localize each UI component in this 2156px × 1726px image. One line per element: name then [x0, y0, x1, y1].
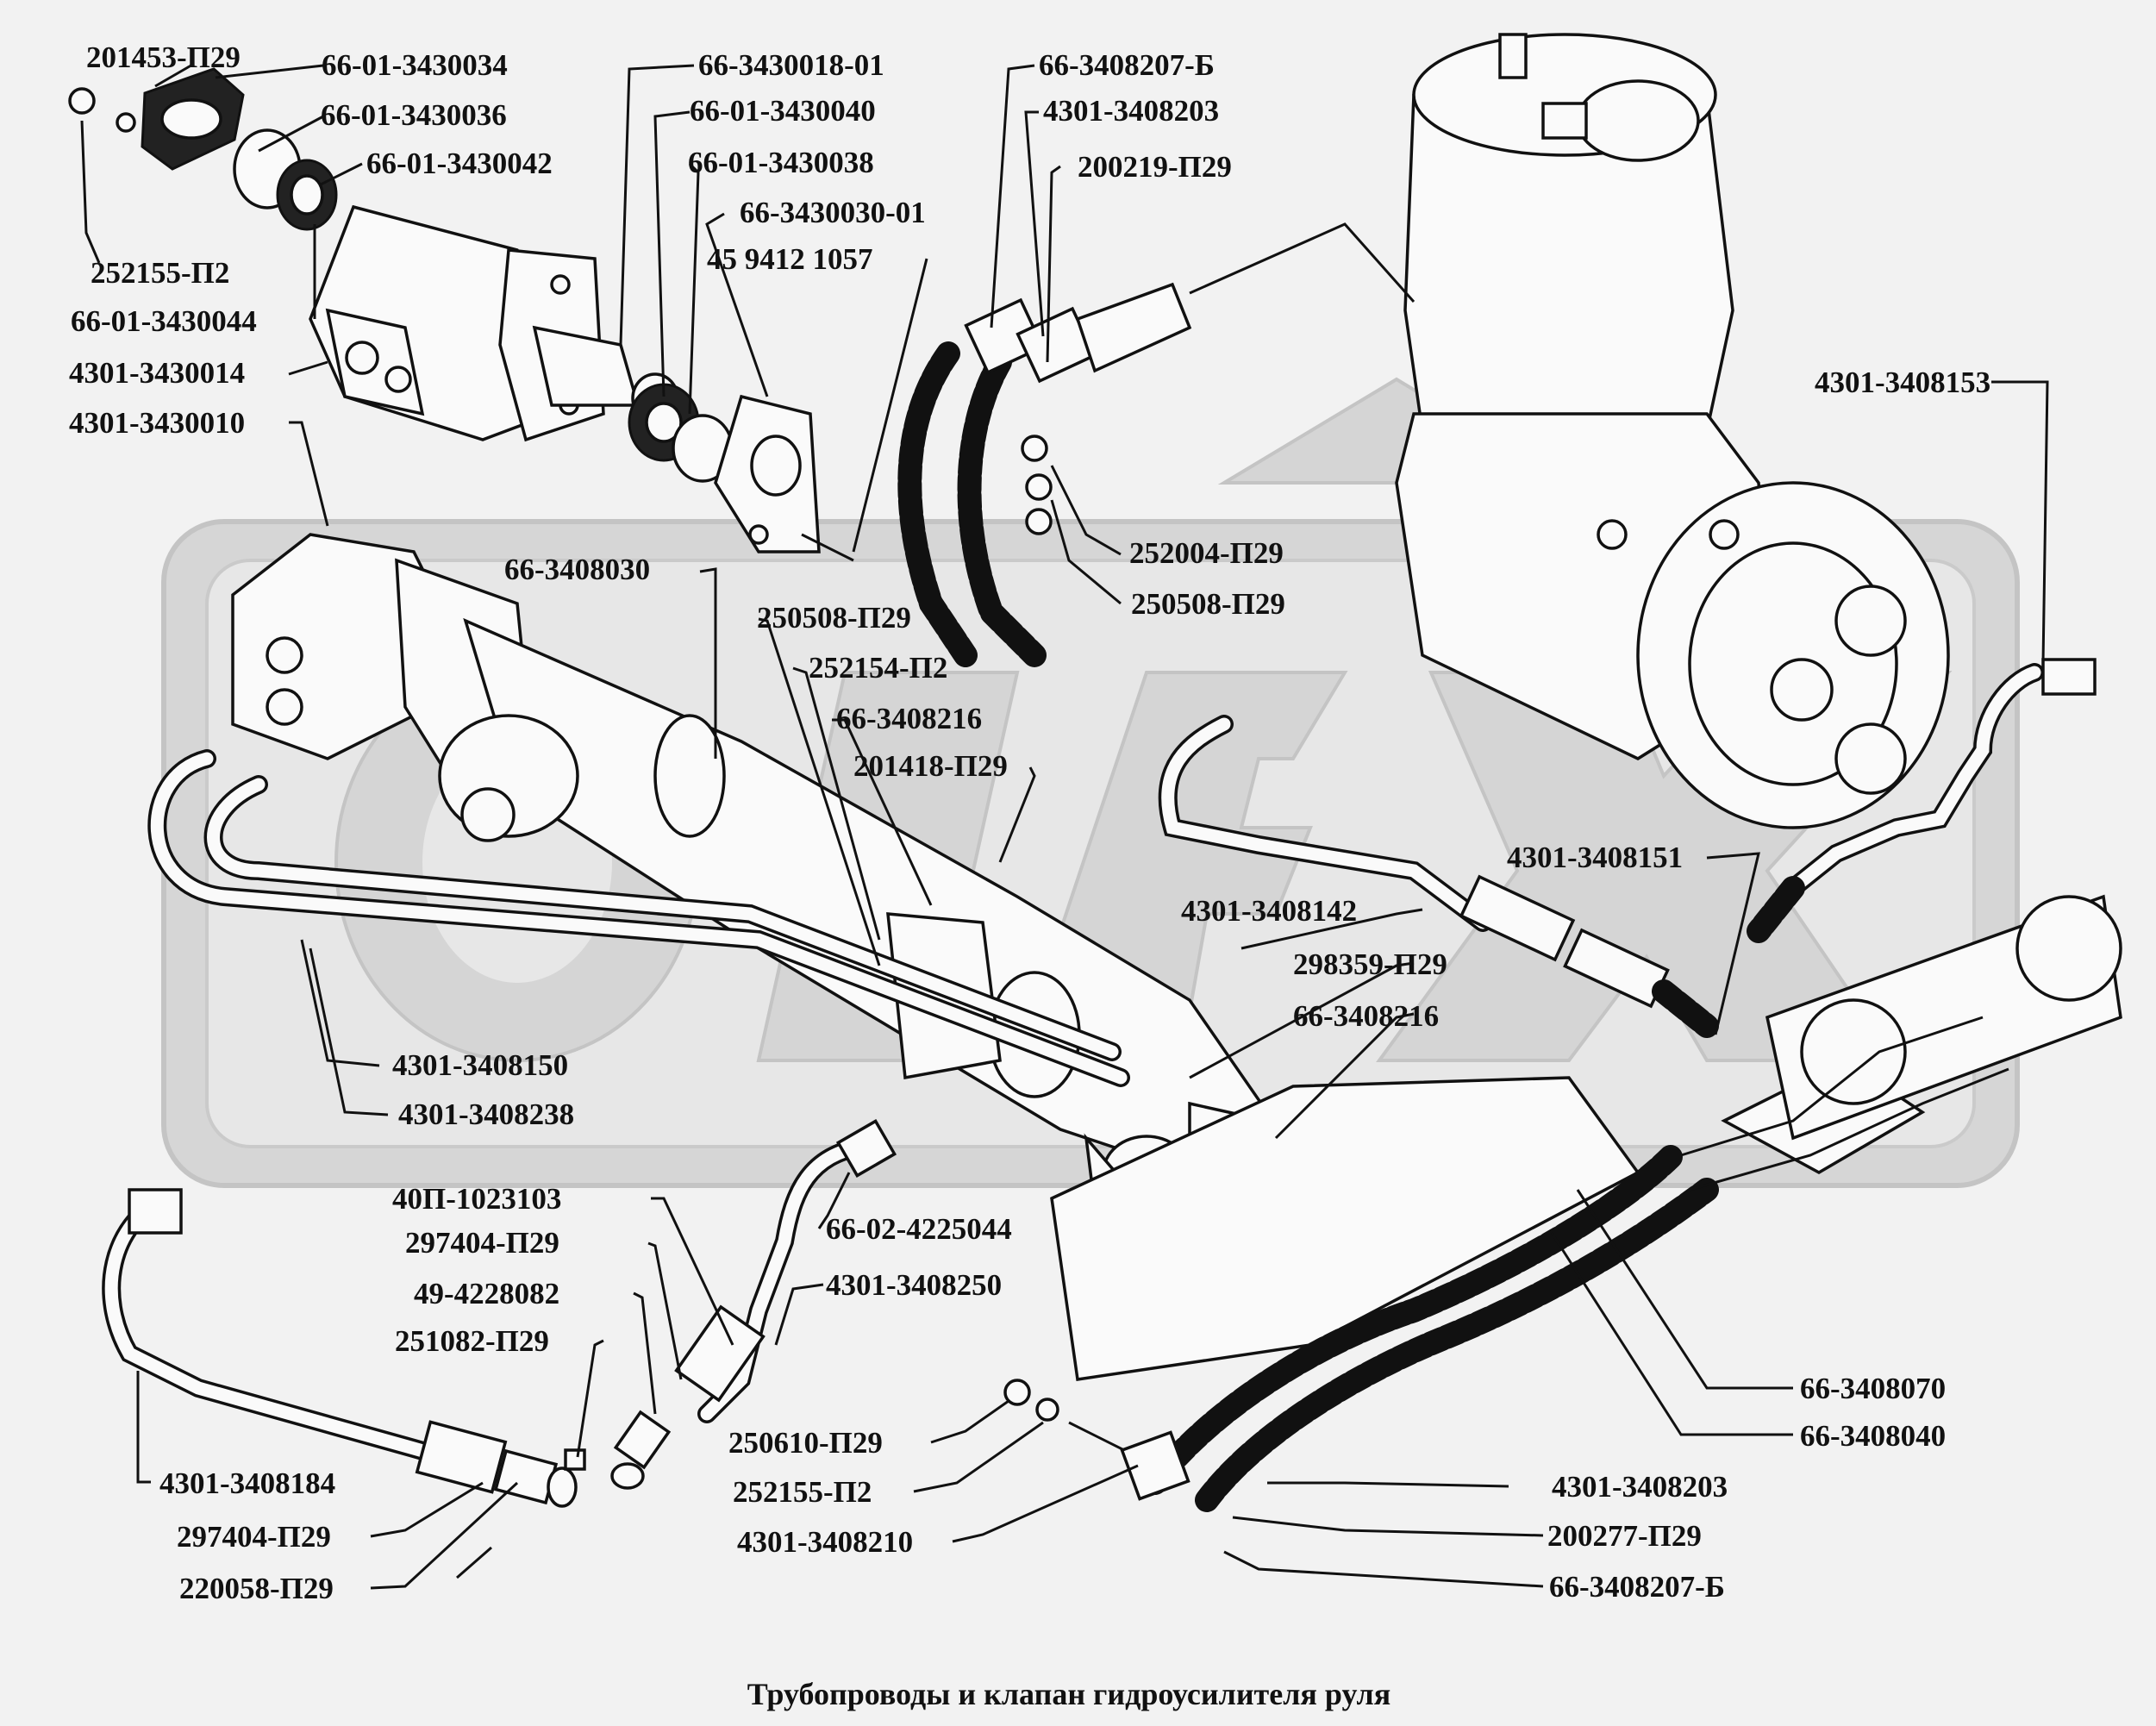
label-66-3408207-b-top: 66-3408207-Б — [1039, 48, 1215, 82]
pressure-hoses-upper — [897, 222, 1415, 667]
power-steering-pump — [1395, 33, 1950, 829]
label-4301-3408151: 4301-3408151 — [1507, 841, 1683, 874]
label-4301-3408150: 4301-3408150 — [392, 1048, 568, 1082]
label-250508-p29-right: 250508-П29 — [1131, 587, 1285, 621]
label-49-4228082: 49-4228082 — [414, 1277, 559, 1310]
valve-assembly — [68, 67, 854, 562]
label-66-3408216-upper: 66-3408216 — [836, 702, 982, 735]
label-66-01-3430038: 66-01-3430038 — [688, 146, 874, 179]
label-252154-p2: 252154-П2 — [809, 651, 947, 685]
pipe-4301-3408150 — [147, 749, 1130, 1087]
label-4301-3408153: 4301-3408153 — [1815, 366, 1990, 399]
label-220058-p29: 220058-П29 — [179, 1572, 334, 1605]
label-4301-3408142: 4301-3408142 — [1181, 894, 1357, 928]
label-66-01-3430036: 66-01-3430036 — [321, 98, 507, 132]
label-66-3430018-01: 66-3430018-01 — [698, 48, 884, 82]
label-45-9412-1057: 45 9412 1057 — [707, 242, 873, 276]
label-4301-3408203-lower: 4301-3408203 — [1552, 1470, 1728, 1504]
label-252155-p2: 252155-П2 — [91, 256, 229, 290]
label-4301-3408203-top: 4301-3408203 — [1043, 94, 1219, 128]
label-4301-3430010: 4301-3430010 — [69, 406, 245, 440]
label-250610-p29: 250610-П29 — [728, 1426, 883, 1460]
label-40p-1023103: 40П-1023103 — [392, 1182, 561, 1216]
label-252155-p2-lower: 252155-П2 — [733, 1475, 872, 1509]
label-66-3408216-lower: 66-3408216 — [1293, 999, 1439, 1033]
label-66-01-3430042: 66-01-3430042 — [366, 147, 553, 180]
label-66-01-3430040: 66-01-3430040 — [690, 94, 876, 128]
label-66-02-4225044: 66-02-4225044 — [826, 1212, 1012, 1246]
label-297404-p29-upper: 297404-П29 — [405, 1226, 559, 1260]
label-200219-p29: 200219-П29 — [1078, 150, 1232, 184]
label-66-01-3430044: 66-01-3430044 — [71, 304, 257, 338]
label-4301-3408250: 4301-3408250 — [826, 1268, 1002, 1302]
label-201453-p29: 201453-П29 — [86, 41, 241, 74]
label-66-01-3430034: 66-01-3430034 — [322, 48, 508, 82]
leader-lines — [80, 62, 2049, 1590]
label-4301-3408184: 4301-3408184 — [159, 1466, 335, 1500]
figure-caption: Трубопроводы и клапан гидроусилителя рул… — [747, 1677, 1390, 1711]
label-298359-p29: 298359-П29 — [1293, 947, 1447, 981]
pipe-4301-3408142 — [1158, 715, 1719, 1038]
label-66-3408030: 66-3408030 — [504, 553, 650, 586]
label-297404-p29-lower: 297404-П29 — [177, 1520, 331, 1554]
label-66-3408070: 66-3408070 — [1800, 1372, 1946, 1405]
label-200277-p29: 200277-П29 — [1547, 1519, 1702, 1553]
part-labels: 201453-П29 66-01-3430034 66-01-3430036 6… — [69, 41, 1990, 1605]
label-4301-3408210: 4301-3408210 — [737, 1525, 913, 1559]
label-201418-p29: 201418-П29 — [853, 749, 1008, 783]
label-250508-p29-mid: 250508-П29 — [757, 601, 911, 635]
label-66-3408040: 66-3408040 — [1800, 1419, 1946, 1453]
pipe-4301-3408184 — [102, 1188, 586, 1579]
label-251082-p29: 251082-П29 — [395, 1324, 549, 1358]
pipe-4301-3408153 — [1747, 658, 2097, 943]
label-252004-p29: 252004-П29 — [1129, 536, 1284, 570]
label-4301-3430014: 4301-3430014 — [69, 356, 245, 390]
label-66-3430030-01: 66-3430030-01 — [740, 196, 926, 229]
pipe-4301-3408250 — [610, 1119, 897, 1490]
label-4301-3408238: 4301-3408238 — [398, 1098, 574, 1131]
pressure-hoses-lower — [1003, 894, 2122, 1512]
label-66-3408207-b-lower: 66-3408207-Б — [1549, 1570, 1725, 1604]
